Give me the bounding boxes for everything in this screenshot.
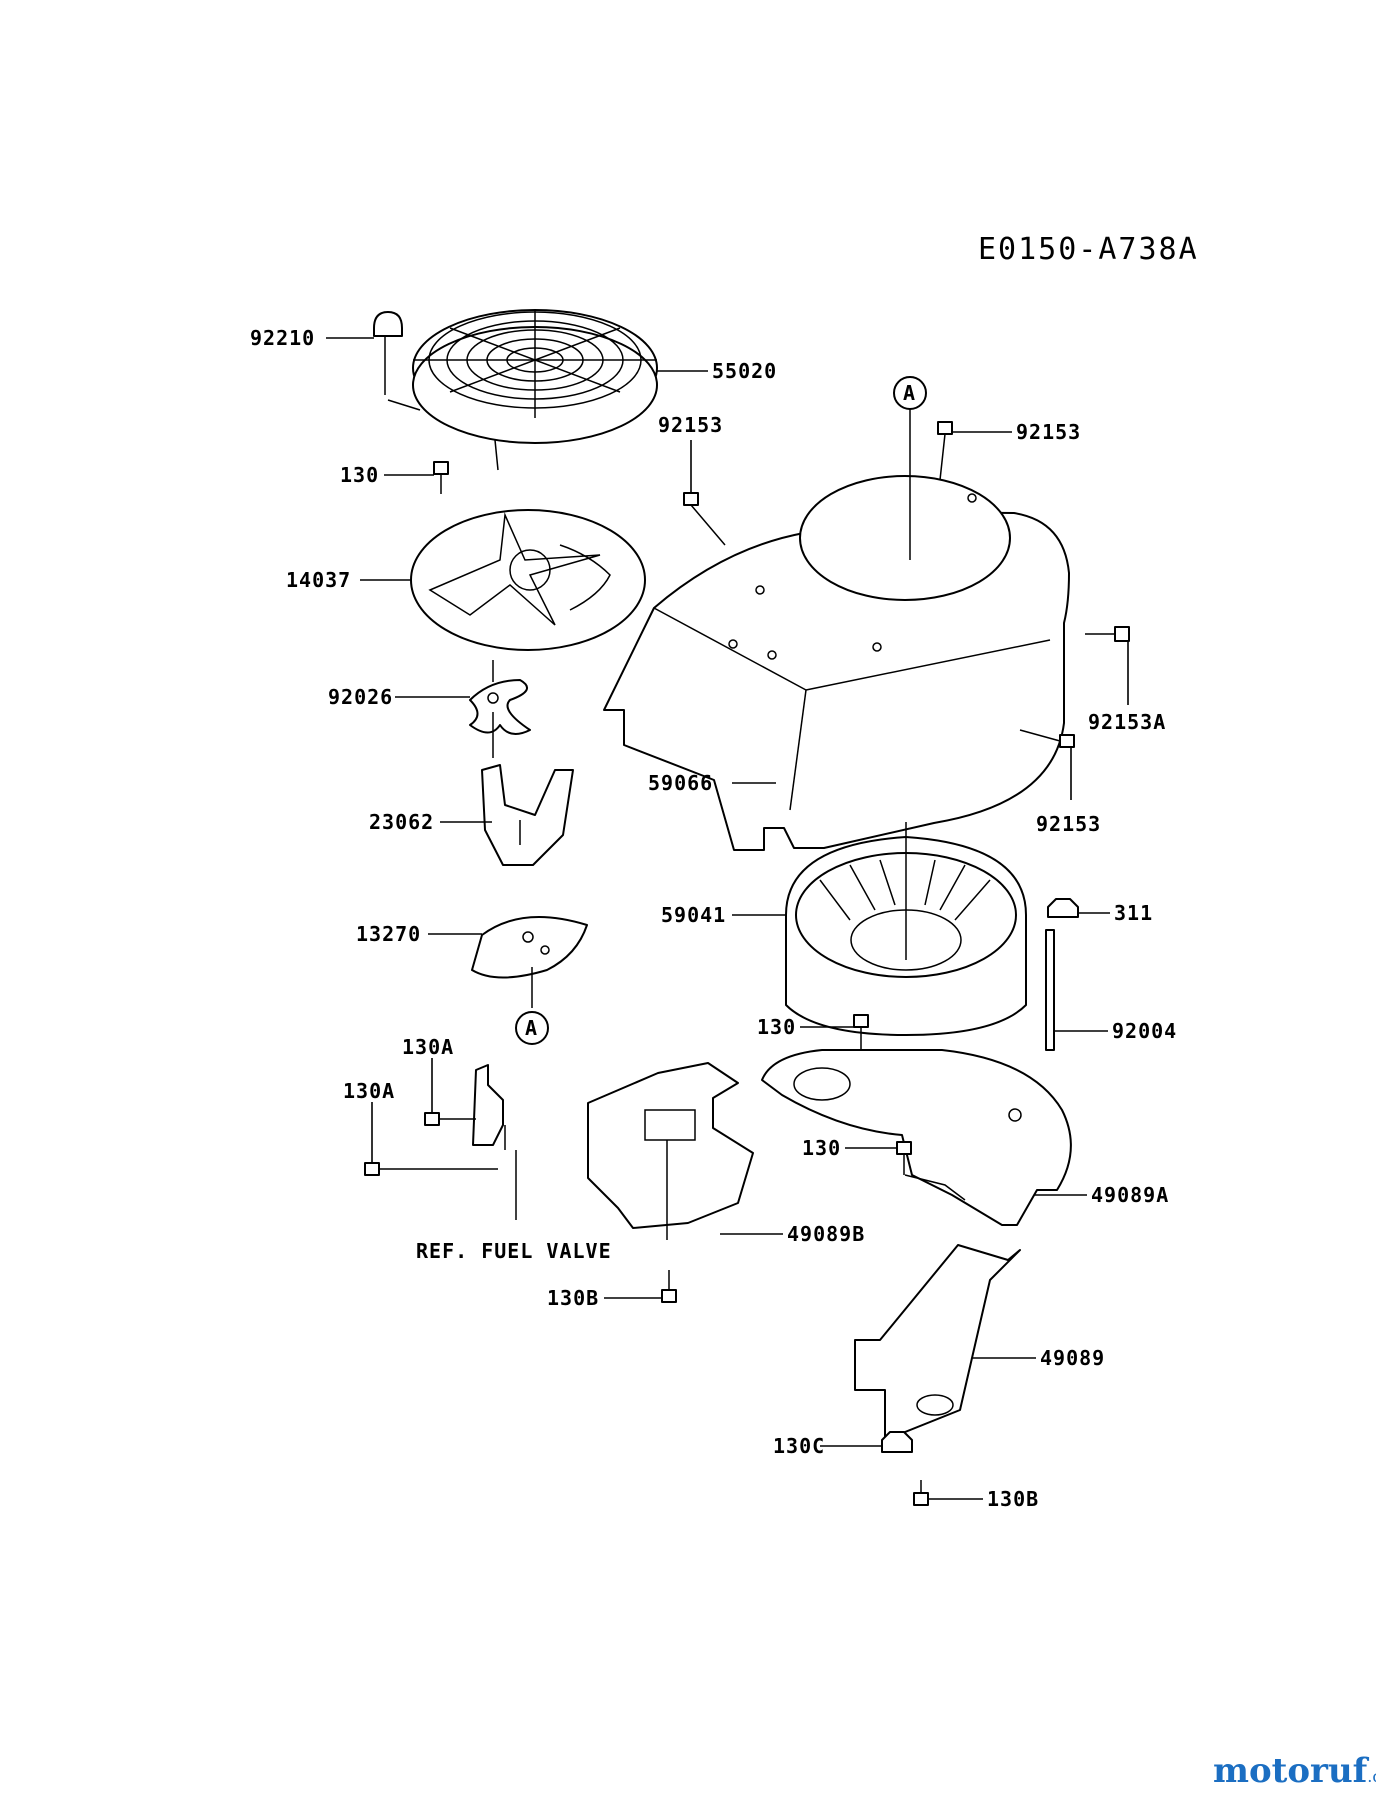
bolt-130-low [896,1141,912,1175]
bolt-130B-left [661,1270,677,1303]
svg-text:A: A [903,381,916,405]
svg-text:A: A [525,1016,538,1040]
label-92153-left: 92153 [658,413,723,437]
screen-14037 [410,509,646,651]
label-130A-lower: 130A [343,1079,395,1103]
label-49089B: 49089B [787,1222,865,1246]
bolt-92153A [1085,626,1130,642]
cap-nut-92210 [373,311,403,395]
bolt-130A-upper [424,1112,476,1126]
note-ref-fuel-valve: REF. FUEL VALVE [416,1239,612,1263]
bolt-130-top [433,461,449,494]
baffle-49089 [854,1244,1021,1441]
watermark: motoruf.de [1213,1751,1376,1791]
watermark-brand-main: motoruf [1213,1751,1370,1791]
label-130-low: 130 [802,1136,841,1160]
watermark-brand: motoruf.de [1213,1751,1376,1791]
label-49089A: 49089A [1091,1183,1169,1207]
label-130C: 130C [773,1434,825,1458]
bracket-23062 [481,764,574,866]
blower-housing-59066 [603,475,1070,851]
plate-92026 [469,679,531,735]
label-23062: 23062 [369,810,434,834]
bolt-92153-top [937,421,953,481]
label-130B-right: 130B [987,1487,1039,1511]
callout-a-upper: A [893,376,927,410]
label-92004: 92004 [1112,1019,1177,1043]
label-59066: 59066 [648,771,713,795]
finger-guard-55020 [387,309,658,471]
bolt-130-mid [853,1014,869,1050]
label-92153-top: 92153 [1016,420,1081,444]
label-130-mid: 130 [757,1015,796,1039]
label-130-top: 130 [340,463,379,487]
diagram-code: E0150-A738A [978,232,1199,267]
label-92210: 92210 [250,326,315,350]
label-92153-right: 92153 [1036,812,1101,836]
label-59041: 59041 [661,903,726,927]
label-92153A: 92153A [1088,710,1166,734]
nut-311 [1047,898,1079,918]
bolt-130C [881,1431,913,1453]
bolt-130A-lower [364,1162,498,1176]
baffle-49089B [587,1062,754,1240]
label-14037: 14037 [286,568,351,592]
label-130B-left: 130B [547,1286,599,1310]
watermark-brand-tld: .de [1367,1767,1376,1786]
callout-a-lower: A [515,1011,549,1045]
label-55020: 55020 [712,359,777,383]
label-49089: 49089 [1040,1346,1105,1370]
baffle-49089A [761,1049,1072,1226]
bolt-92153-left [683,492,726,546]
label-13270: 13270 [356,922,421,946]
label-92026: 92026 [328,685,393,709]
bolt-130B-right [913,1480,929,1506]
plate-13270 [471,916,588,979]
label-311: 311 [1114,901,1153,925]
stud-92004 [1045,929,1055,1051]
bolt-92153-right [1019,729,1075,748]
label-130A-upper: 130A [402,1035,454,1059]
fuel-valve-bracket [472,1064,506,1150]
